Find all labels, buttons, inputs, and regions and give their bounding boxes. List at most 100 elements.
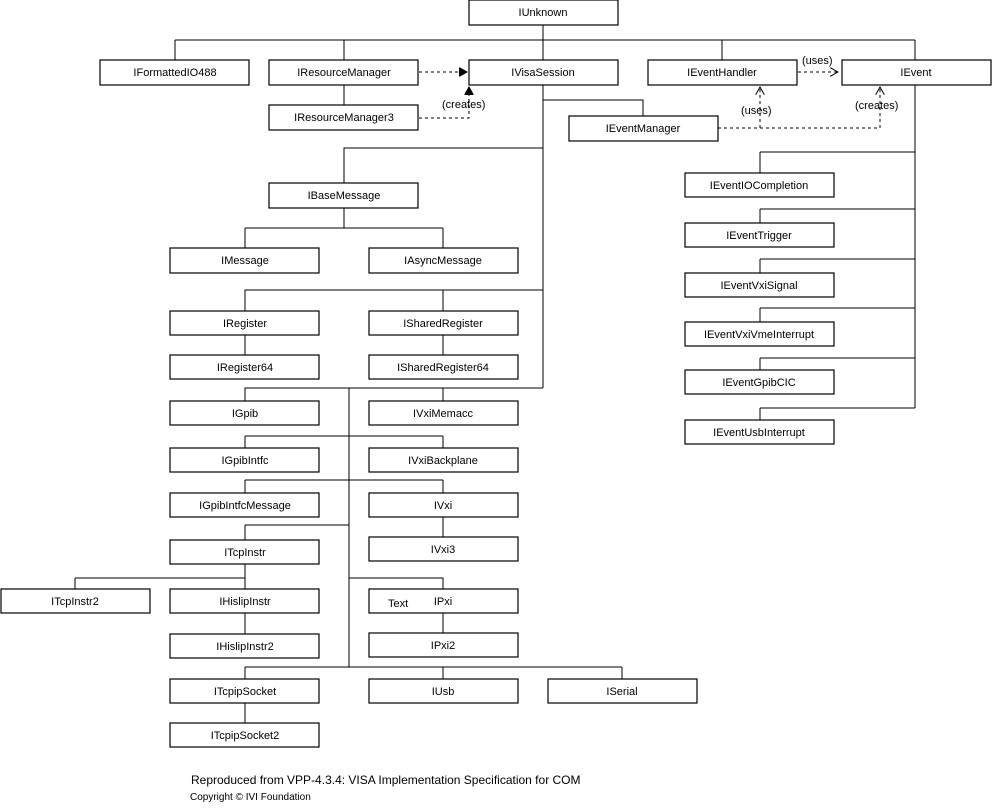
node-label: ITcpipSocket [214, 686, 276, 698]
node-ieventusbinterrupt[interactable]: IEventUsbInterrupt [684, 419, 835, 445]
node-igpibintfcmessage[interactable]: IGpibIntfcMessage [169, 492, 320, 518]
node-ieventtrigger[interactable]: IEventTrigger [684, 222, 835, 248]
node-iunknown[interactable]: IUnknown [468, 0, 619, 26]
node-iresourcemanager3[interactable]: IResourceManager3 [268, 104, 419, 131]
edge-lower-bus [244, 387, 543, 667]
node-label: ITcpipSocket2 [211, 730, 279, 742]
node-label: IEventManager [606, 123, 681, 135]
creates-label-resource-manager: (creates) [442, 99, 485, 111]
node-ieventhandler[interactable]: IEventHandler [647, 59, 798, 86]
node-ihislipinstr2[interactable]: IHislipInstr2 [169, 633, 320, 659]
node-iserial[interactable]: ISerial [547, 678, 698, 704]
node-label: IResourceManager [297, 67, 391, 79]
node-label: IEventVxiVmeInterrupt [704, 329, 814, 341]
copyright-caption: Copyright © IVI Foundation [190, 792, 311, 803]
node-iresourcemanager[interactable]: IResourceManager [268, 59, 419, 86]
node-label: IResourceManager3 [294, 112, 394, 124]
node-label: IRegister64 [217, 362, 273, 374]
node-label: IPxi [434, 596, 452, 608]
node-iregister64[interactable]: IRegister64 [169, 354, 320, 380]
node-label: IMessage [221, 255, 269, 267]
node-ipxi2[interactable]: IPxi2 [368, 632, 519, 658]
node-ieventvxisignal[interactable]: IEventVxiSignal [684, 272, 835, 298]
edge-visasession-eventmanager [542, 85, 644, 116]
node-ivxi[interactable]: IVxi [368, 492, 519, 518]
node-ieventiocompletion[interactable]: IEventIOCompletion [684, 172, 835, 198]
node-iregister[interactable]: IRegister [169, 310, 320, 336]
node-label: IGpibIntfcMessage [199, 500, 291, 512]
node-label: IEvent [900, 67, 931, 79]
inheritance-edges [74, 25, 916, 723]
interface-boxes: IUnknown IFormattedIO488 IResourceManage… [0, 0, 992, 748]
node-ieventgpibcic[interactable]: IEventGpibCIC [684, 369, 835, 395]
edge-bus-bottom [244, 666, 623, 723]
node-iasyncmessage[interactable]: IAsyncMessage [368, 247, 519, 274]
dep-rm3-visasession [419, 87, 469, 119]
uses-label-manager-handler: (uses) [741, 105, 772, 117]
node-ivximemacc[interactable]: IVxiMemacc [368, 400, 519, 426]
node-label: IHislipInstr2 [216, 641, 273, 653]
node-igpib[interactable]: IGpib [169, 400, 320, 426]
node-label: IEventHandler [687, 67, 757, 79]
node-itcpinstr2[interactable]: ITcpInstr2 [0, 588, 151, 614]
node-igpibintfc[interactable]: IGpibIntfc [169, 447, 320, 473]
node-ibasemessage[interactable]: IBaseMessage [268, 182, 419, 209]
node-label: IVxiMemacc [413, 408, 473, 420]
edge-bus-pxi [349, 577, 444, 633]
node-itcpipsocket2[interactable]: ITcpipSocket2 [169, 722, 320, 748]
stray-text-label: Text [388, 598, 408, 610]
node-ivxi3[interactable]: IVxi3 [368, 536, 519, 562]
node-ipxi[interactable]: IPxi [368, 588, 519, 614]
node-label: IPxi2 [431, 640, 455, 652]
node-ivxibackplane[interactable]: IVxiBackplane [368, 447, 519, 473]
node-label: IFormattedIO488 [133, 67, 216, 79]
node-label: ISharedRegister64 [397, 362, 489, 374]
node-label: IEventTrigger [726, 230, 792, 242]
node-iformattedio488[interactable]: IFormattedIO488 [99, 59, 250, 86]
node-label: IVxi3 [431, 544, 455, 556]
uses-label-handler-event: (uses) [802, 55, 833, 67]
node-itcpinstr[interactable]: ITcpInstr [169, 539, 320, 565]
node-label: ITcpInstr [224, 547, 266, 559]
node-label: IVxi [434, 500, 452, 512]
node-label: IVxiBackplane [408, 455, 478, 467]
node-imessage[interactable]: IMessage [169, 247, 320, 274]
node-ihislipinstr[interactable]: IHislipInstr [169, 588, 320, 614]
node-label: IUnknown [519, 7, 568, 19]
edge-event-trunk [759, 85, 916, 420]
node-label: IEventVxiSignal [720, 280, 797, 292]
node-ievent[interactable]: IEvent [841, 59, 992, 86]
node-ieventvxivmeinterrupt[interactable]: IEventVxiVmeInterrupt [684, 321, 835, 347]
node-label: IVisaSession [511, 67, 574, 79]
node-label: IGpibIntfc [221, 455, 269, 467]
node-label: IGpib [232, 408, 258, 420]
node-label: IAsyncMessage [404, 255, 482, 267]
node-itcpipsocket[interactable]: ITcpipSocket [169, 678, 320, 704]
edge-iunknown-children [174, 25, 916, 60]
edge-bus-row2 [244, 435, 444, 448]
node-isharedregister[interactable]: ISharedRegister [368, 310, 519, 336]
node-label: IEventGpibCIC [722, 377, 795, 389]
node-label: IBaseMessage [308, 190, 381, 202]
node-label: ITcpInstr2 [51, 596, 99, 608]
edge-bus-row3 [244, 479, 444, 493]
edge-tcpinstr-children [74, 564, 246, 634]
node-ivisasession[interactable]: IVisaSession [468, 59, 619, 86]
node-iusb[interactable]: IUsb [368, 678, 519, 704]
node-isharedregister64[interactable]: ISharedRegister64 [368, 354, 519, 380]
node-label: IEventIOCompletion [710, 180, 808, 192]
edge-bus-tcpinstr [244, 524, 349, 540]
node-label: ISharedRegister [403, 318, 483, 330]
dependency-edges: (creates) (creates) (uses) (uses) [419, 55, 898, 129]
creates-label-event: (creates) [855, 100, 898, 112]
dep-eventmanager-event [760, 87, 880, 129]
edge-register-branch [244, 289, 543, 355]
node-label: IUsb [432, 686, 455, 698]
source-caption: Reproduced from VPP-4.3.4: VISA Implemen… [191, 773, 581, 787]
node-label: IRegister [223, 318, 267, 330]
node-ieventmanager[interactable]: IEventManager [568, 115, 719, 142]
node-label: ISerial [606, 686, 637, 698]
node-label: IHislipInstr [219, 596, 271, 608]
node-label: IEventUsbInterrupt [713, 427, 805, 439]
